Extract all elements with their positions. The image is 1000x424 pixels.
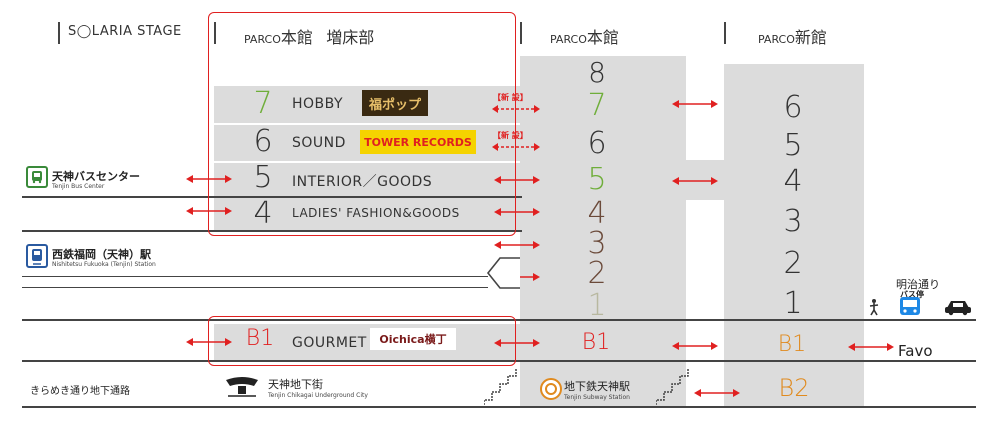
main-main-text: 本館 <box>586 28 619 47</box>
arrow-main-new-b1 <box>672 341 718 351</box>
bus-icon <box>26 166 48 188</box>
stairs-left <box>484 368 517 408</box>
new-header: PARCO新館 <box>758 24 827 48</box>
new-floor-5: 5 <box>783 128 803 163</box>
new-floor-2: 2 <box>783 246 803 281</box>
arrow-main-new-5 <box>672 176 718 186</box>
tower-records-logo: TOWER RECORDS <box>360 130 476 154</box>
main-building-block <box>520 56 686 406</box>
main-floor-4: 4 <box>587 196 607 231</box>
station-chevron <box>486 257 520 289</box>
arrow-bus-center-5 <box>186 174 232 184</box>
annex-floor-b1-number: B1 <box>245 326 275 351</box>
new-marker-6: 【新 設】 <box>493 131 528 140</box>
car-icon <box>945 301 971 316</box>
annex-floor-b1-band <box>214 324 520 360</box>
chikagai-logo <box>226 377 258 397</box>
underground-passage-label: きらめき通り地下通路 <box>30 386 130 397</box>
stairs-right <box>656 368 689 408</box>
station-en: Nishitetsu Fukuoka (Tenjin) Station <box>52 261 156 268</box>
main-floor-5: 5 <box>587 162 607 197</box>
arrow-annex-main-5 <box>494 175 540 185</box>
arrow-annex-main-4 <box>494 207 540 217</box>
new-floor-3: 3 <box>783 204 803 239</box>
annex-main-text: 本館 <box>280 28 313 47</box>
main-parco-text: PARCO <box>550 33 587 46</box>
solaria-divider <box>58 22 60 44</box>
chikagai-en: Tenjin Chikagai Underground City <box>268 392 368 399</box>
subway-icon <box>540 378 562 400</box>
new-parco-text: PARCO <box>758 33 795 46</box>
main-floor-7: 7 <box>587 88 607 123</box>
subway-label: 地下鉄天神駅 <box>564 380 630 393</box>
line-floor-5 <box>22 196 522 198</box>
main-divider <box>520 22 522 44</box>
new-divider <box>724 22 726 44</box>
dashed-arrow-6 <box>492 143 540 151</box>
new-floor-6: 6 <box>783 90 803 125</box>
annex-extra-text: 増床部 <box>326 28 375 47</box>
main-floor-2: 2 <box>587 256 607 291</box>
new-building-block <box>724 64 864 406</box>
bus-center-label: 天神バスセンター <box>52 170 140 183</box>
bus-stop-label: バス停 <box>900 290 924 299</box>
annex-parco-text: PARCO <box>244 33 281 46</box>
new-marker-7: 【新 設】 <box>493 93 528 102</box>
arrow-annex-main-b1 <box>494 338 540 348</box>
annex-divider <box>214 22 216 44</box>
annex-floor-4-band <box>214 198 520 230</box>
line-b2 <box>22 406 976 408</box>
arrow-station-3 <box>494 240 540 250</box>
favo-label: Favo <box>898 342 933 360</box>
main-floor-8: 8 <box>588 56 606 89</box>
new-floor-1: 1 <box>783 286 803 321</box>
new-floor-b1: B1 <box>777 332 807 357</box>
arrow-subway-b2 <box>694 388 740 398</box>
annex-floor-6-name: SOUND <box>292 135 346 151</box>
dashed-arrow-7 <box>492 105 540 113</box>
line-station-1 <box>22 276 488 277</box>
new-main-text: 新館 <box>794 28 827 47</box>
annex-expansion-box <box>208 12 516 236</box>
main-floor-1: 1 <box>587 288 607 323</box>
chikagai-label: 天神地下街 <box>268 378 323 391</box>
annex-floor-6-number: 6 <box>253 124 273 159</box>
annex-floor-5-band <box>214 163 520 196</box>
line-station-2 <box>22 287 488 288</box>
annex-floor-5-name: INTERIOR／GOODS <box>292 174 433 190</box>
train-icon <box>26 244 48 268</box>
arrow-favo <box>848 342 894 352</box>
annex-floor-4-number: 4 <box>253 196 273 231</box>
annex-floor-5-number: 5 <box>253 160 273 195</box>
solaria-stage-header: S◯LARIA STAGE <box>68 24 182 39</box>
line-floor-4 <box>22 230 522 232</box>
oichica-logo: Oichica横丁 <box>370 328 456 350</box>
arrow-main-new-7 <box>672 99 718 109</box>
main-header: PARCO本館 <box>550 24 619 48</box>
subway-en: Tenjin Subway Station <box>564 394 630 401</box>
bus-stop-icon <box>900 297 920 315</box>
arrow-left-4 <box>186 206 232 216</box>
annex-floor-b1-name: GOURMET <box>292 335 367 351</box>
annex-floor-4-name: LADIES' FASHION&GOODS <box>292 206 460 220</box>
annex-b1-box <box>208 316 516 366</box>
new-floor-b2: B2 <box>778 374 810 402</box>
main-floor-3: 3 <box>587 226 607 261</box>
pedestrian-icon <box>869 299 879 316</box>
line-ground <box>22 319 976 321</box>
main-floor-b1: B1 <box>581 330 611 355</box>
fukupop-logo: 福ポップ <box>362 90 428 116</box>
arrow-left-b1 <box>186 337 232 347</box>
annex-floor-7-number: 7 <box>253 86 273 121</box>
new-floor-4: 4 <box>783 164 803 199</box>
meiji-street-label: 明治通り <box>896 278 940 291</box>
line-b1 <box>22 360 976 362</box>
main-building-connector <box>686 160 724 200</box>
station-label: 西鉄福岡（天神）駅 <box>52 248 151 261</box>
annex-header: PARCO本館 増床部 <box>244 24 374 48</box>
main-floor-6: 6 <box>587 126 607 161</box>
bus-center-en: Tenjin Bus Center <box>52 183 105 190</box>
annex-floor-7-name: HOBBY <box>292 96 344 112</box>
